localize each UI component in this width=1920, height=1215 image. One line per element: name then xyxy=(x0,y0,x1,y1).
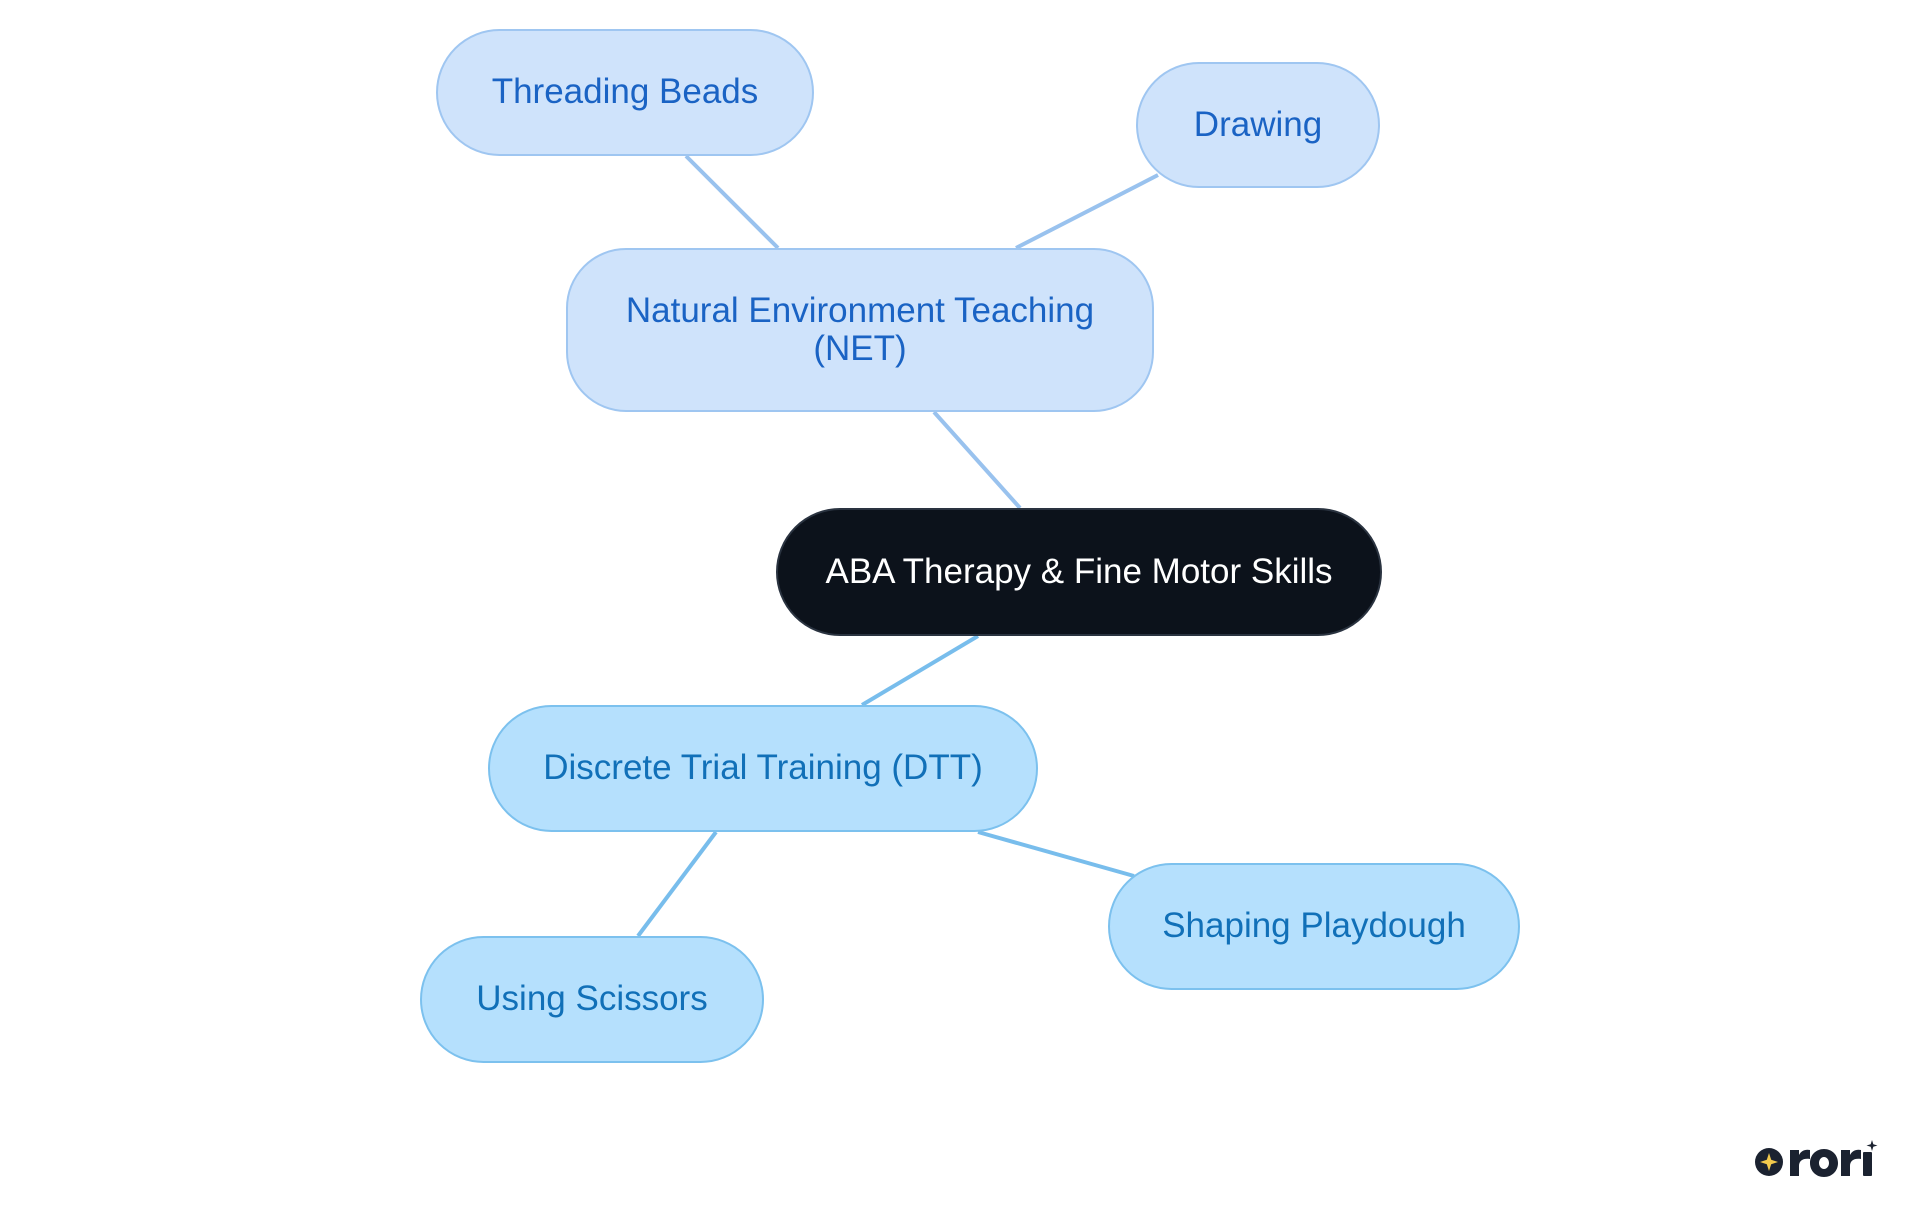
edge-net-drawing xyxy=(1015,173,1159,250)
node-threading-beads-label: Threading Beads xyxy=(491,72,759,112)
star-circle-icon xyxy=(1755,1148,1783,1176)
node-discrete-trial-training: Discrete Trial Training (DTT) xyxy=(488,705,1038,832)
node-shaping-playdough-label: Shaping Playdough xyxy=(1162,906,1466,946)
rori-logo xyxy=(1755,1140,1878,1177)
node-net-label: Natural Environment Teaching (NET) xyxy=(625,290,1095,369)
node-drawing-label: Drawing xyxy=(1193,104,1323,144)
node-threading-beads: Threading Beads xyxy=(436,29,814,156)
node-drawing: Drawing xyxy=(1136,62,1380,188)
node-natural-environment-teaching: Natural Environment Teaching (NET) xyxy=(566,248,1154,412)
rori-wordmark xyxy=(1790,1140,1878,1177)
node-net-label-line-2: (NET) xyxy=(813,329,907,368)
node-using-scissors: Using Scissors xyxy=(420,936,764,1063)
edge-net-threading xyxy=(684,154,780,250)
node-shaping-playdough: Shaping Playdough xyxy=(1108,863,1520,990)
node-root: ABA Therapy & Fine Motor Skills xyxy=(776,508,1382,636)
edge-root-dtt xyxy=(860,634,980,707)
edge-root-net xyxy=(932,410,1022,510)
node-using-scissors-label: Using Scissors xyxy=(476,979,708,1019)
edge-dtt-scissors xyxy=(636,830,718,938)
node-net-label-line-1: Natural Environment Teaching xyxy=(625,290,1095,330)
node-dtt-label: Discrete Trial Training (DTT) xyxy=(543,748,983,788)
node-root-label: ABA Therapy & Fine Motor Skills xyxy=(825,551,1333,591)
edge-dtt-playdough xyxy=(977,830,1135,878)
